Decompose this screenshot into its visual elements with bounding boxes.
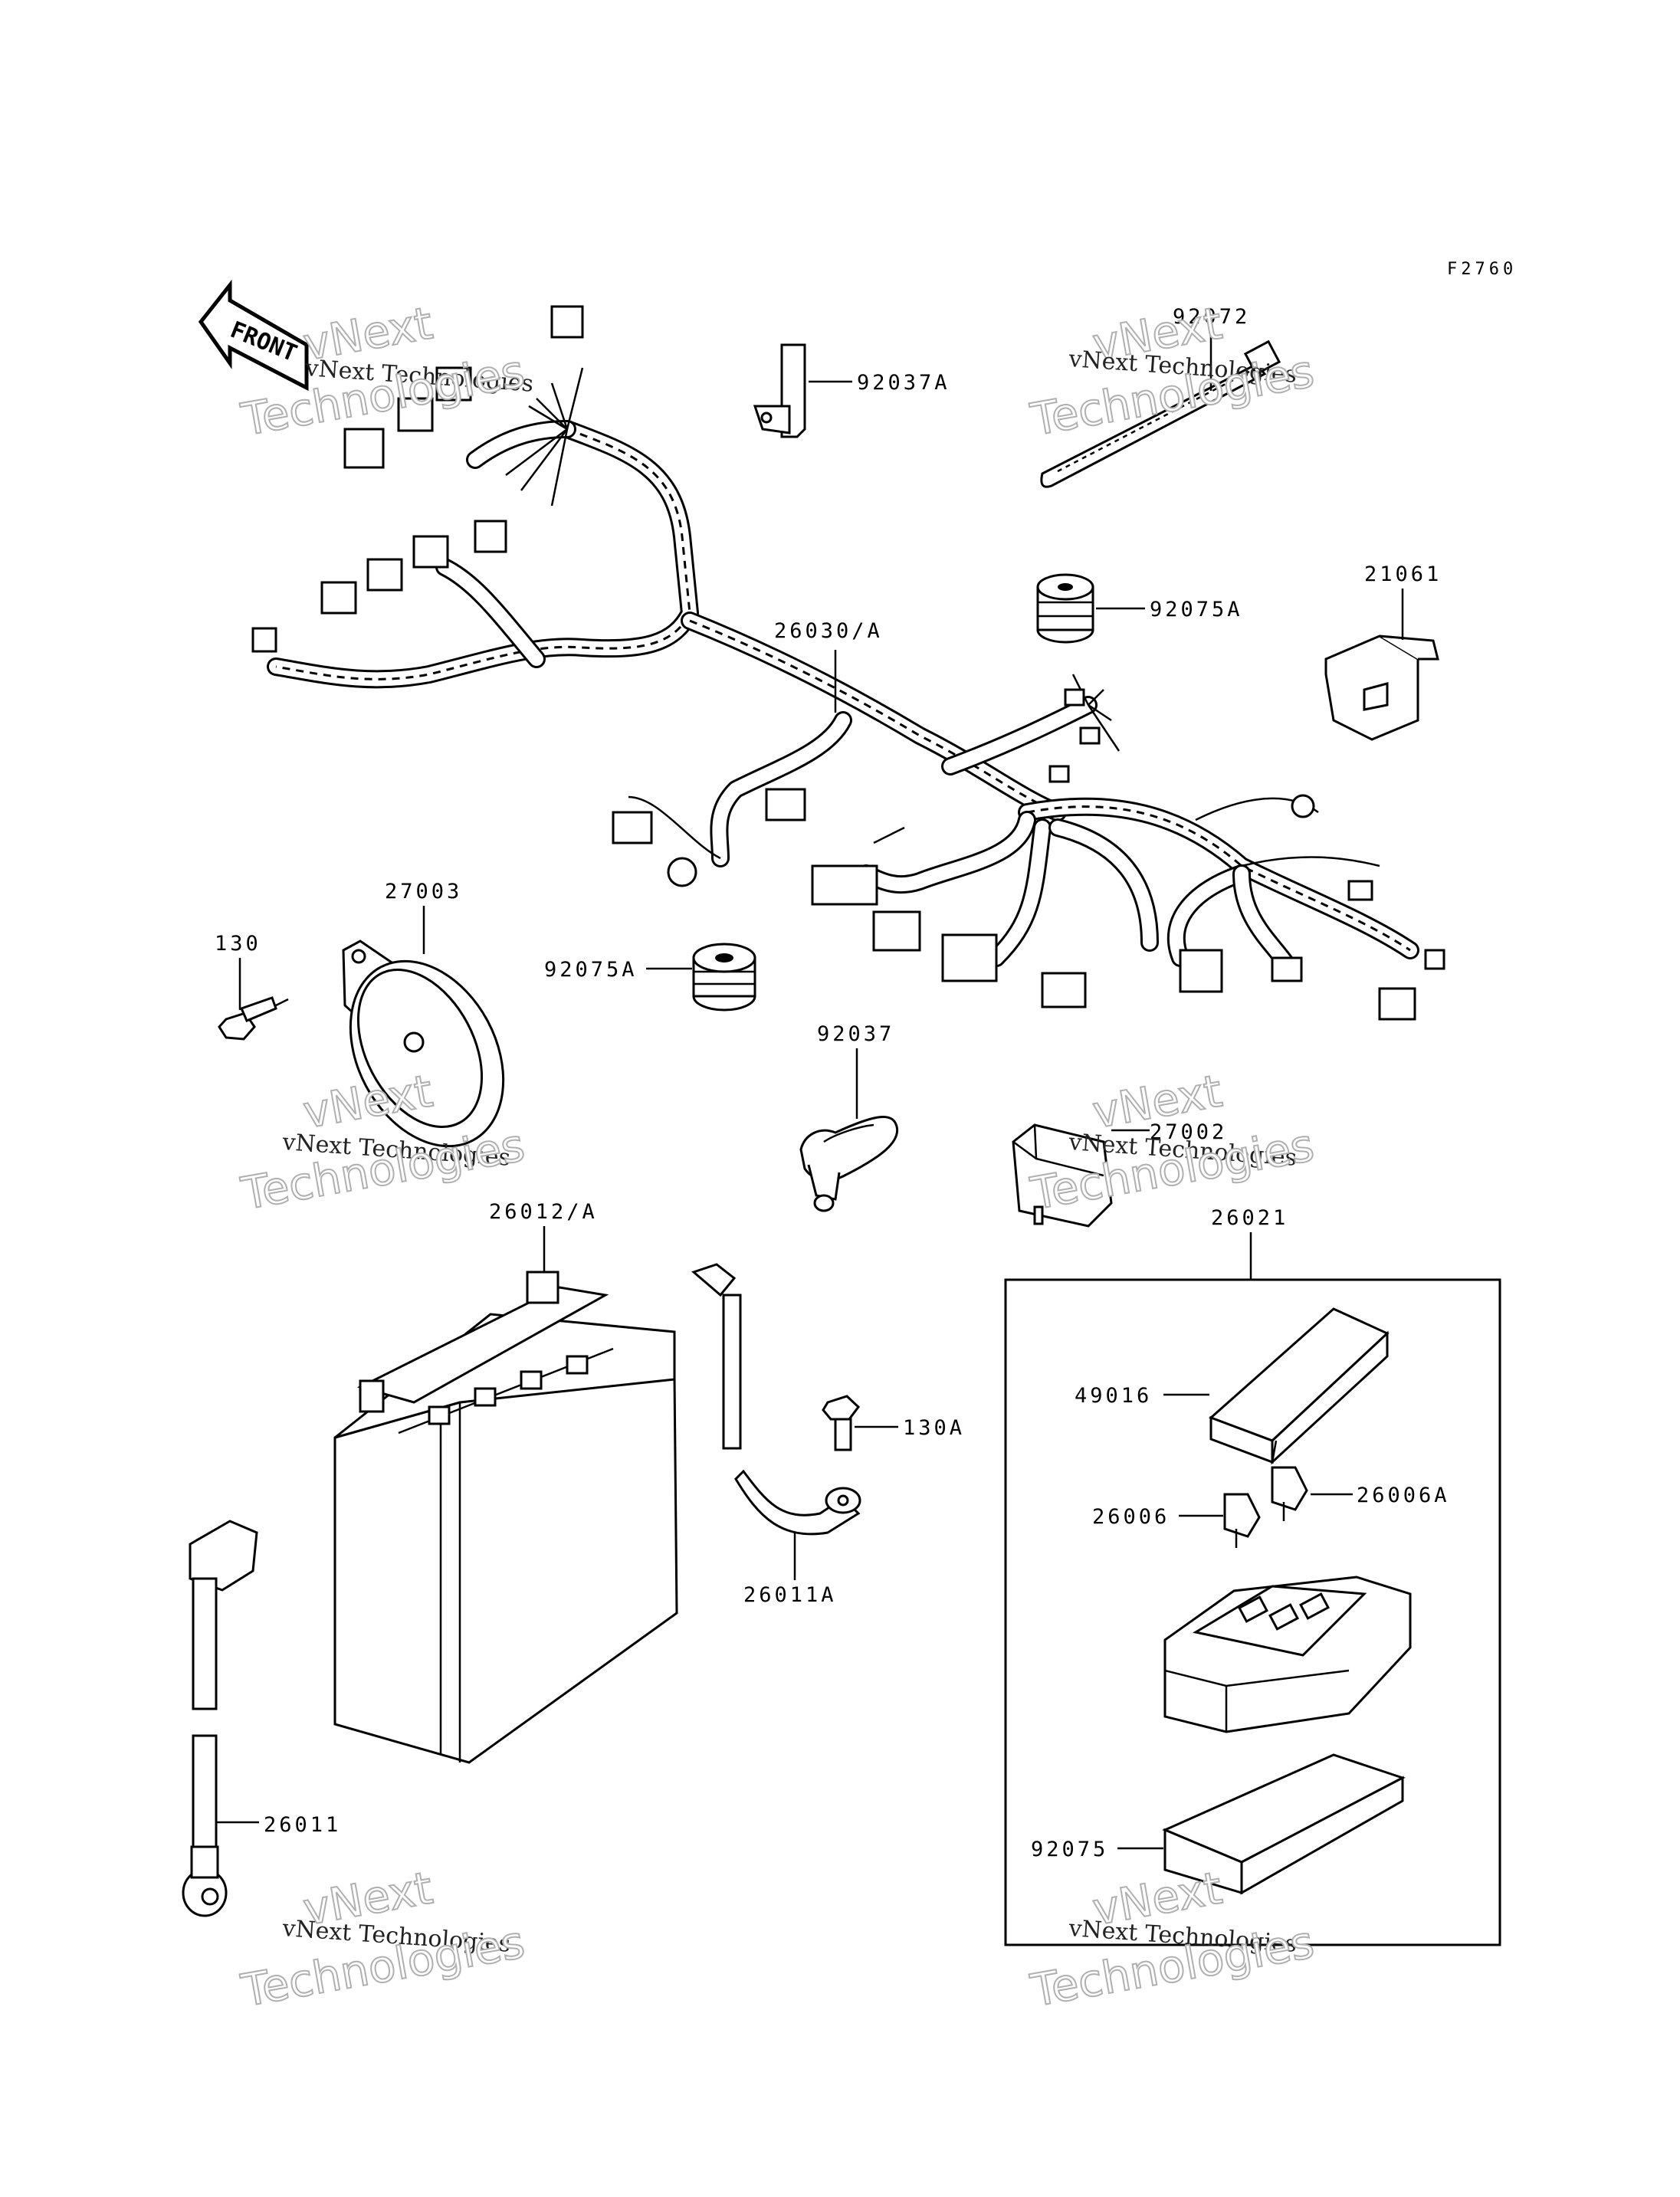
label-49016: 49016: [1075, 1384, 1152, 1408]
relay-27002: [1012, 1123, 1113, 1228]
cable-tie-92072: [1040, 339, 1281, 488]
battery-26012a: [333, 1271, 678, 1764]
label-27002: 27002: [1150, 1120, 1227, 1144]
fuse-box-body: [1163, 1576, 1412, 1733]
label-92037: 92037: [817, 1022, 894, 1046]
svg-text:Technologies: Technologies: [238, 1119, 529, 1220]
cover-92075: [1162, 1753, 1406, 1895]
cover-49016: [1209, 1307, 1390, 1465]
label-26006: 26006: [1092, 1505, 1170, 1529]
label-27003: 27003: [385, 880, 462, 903]
label-92072: 92072: [1173, 305, 1250, 329]
fuse-26006: [1223, 1493, 1261, 1548]
fuse-box-assembly-frame: [1004, 1278, 1501, 1946]
label-130a: 130A: [903, 1416, 965, 1440]
watermark-6: vNext vNext Technologies Technologies: [1026, 1861, 1319, 2018]
watermark-4: vNext vNext Technologies Technologies: [1026, 1064, 1319, 1221]
label-26021: 26021: [1211, 1206, 1288, 1230]
bolt-130a: [822, 1395, 861, 1451]
main-wiring-harness: [267, 367, 1419, 975]
fuse-26006a: [1271, 1466, 1308, 1521]
horn-27003: [342, 939, 505, 1148]
cable-26011a: [691, 1263, 861, 1536]
label-92075a-top: 92075A: [1150, 598, 1243, 621]
bolt-130: [218, 996, 277, 1041]
part-21061: [1324, 635, 1439, 741]
front-arrow-icon: FRONT: [198, 279, 309, 392]
clamp-92037: [799, 1116, 899, 1212]
label-92075: 92075: [1031, 1838, 1108, 1861]
watermark-5: vNext vNext Technologies Technologies: [237, 1861, 530, 2018]
bracket-92037a: [753, 343, 806, 438]
label-92075a-mid: 92075A: [544, 958, 638, 982]
harness-connectors: [251, 305, 1445, 1021]
label-26030a: 26030/A: [774, 619, 883, 643]
label-21061: 21061: [1364, 562, 1442, 586]
label-26012a: 26012/A: [489, 1200, 598, 1224]
label-92037a: 92037A: [857, 371, 950, 395]
leader-130-b: [275, 998, 289, 1007]
label-26006a: 26006A: [1357, 1484, 1450, 1507]
grommet-92075a-mid: [692, 943, 756, 1012]
label-130: 130: [215, 932, 261, 956]
figure-code: F2760: [1447, 260, 1517, 279]
label-26011: 26011: [264, 1813, 341, 1837]
cable-26011: [182, 1520, 258, 1917]
label-26011a: 26011A: [743, 1583, 837, 1607]
grommet-92075a-top: [1036, 573, 1094, 644]
